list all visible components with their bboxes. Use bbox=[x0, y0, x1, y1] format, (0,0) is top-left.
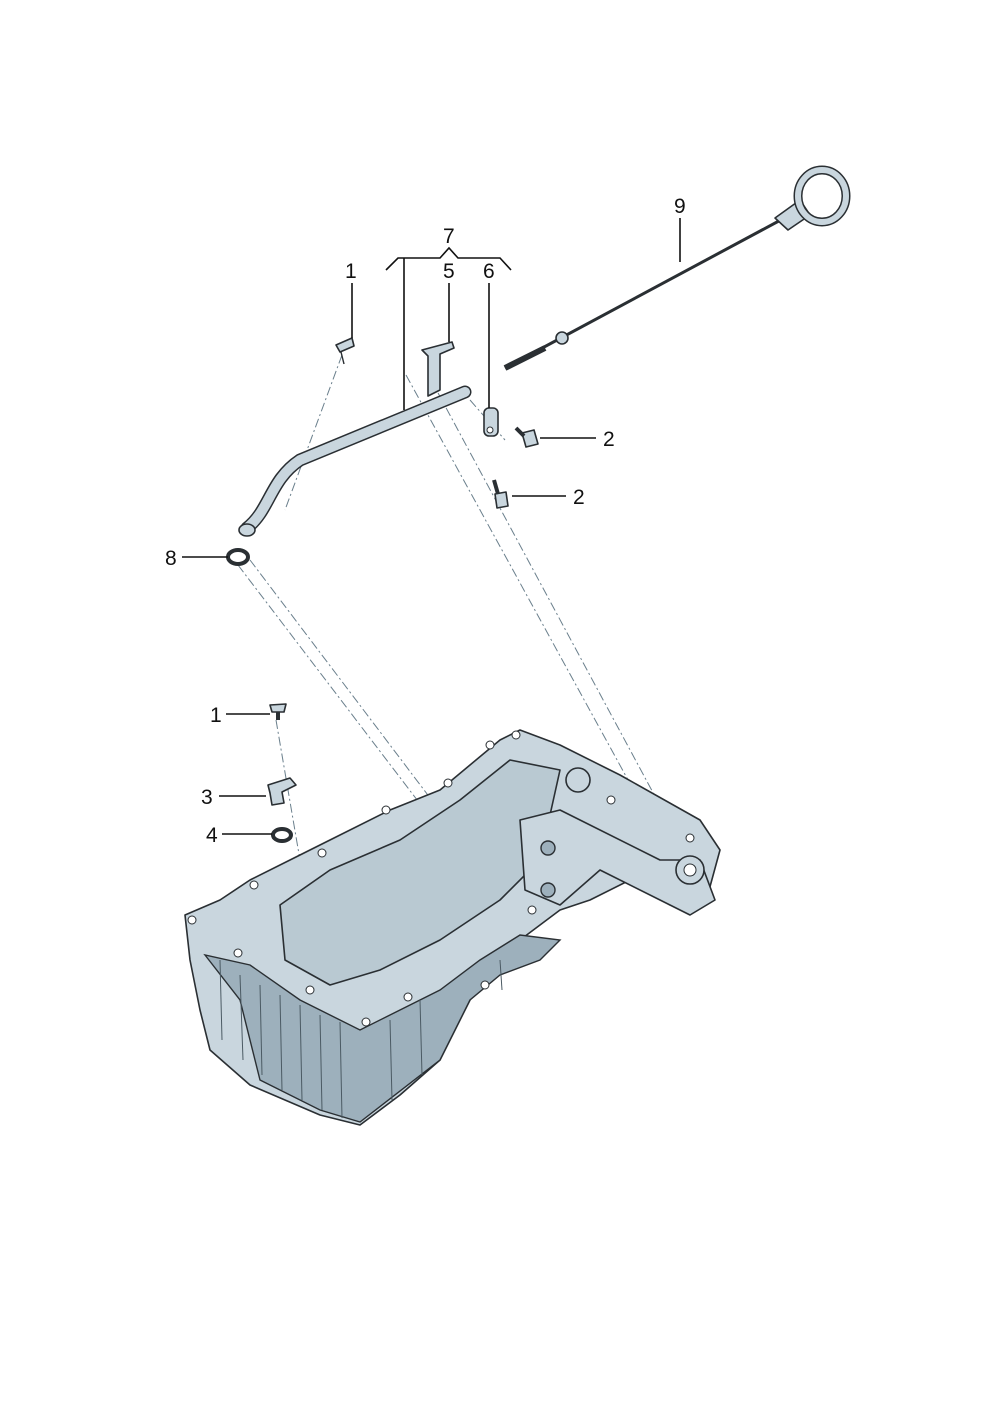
callout-9: 9 bbox=[674, 195, 686, 218]
bolts bbox=[269, 337, 539, 720]
bracket-part-5 bbox=[421, 341, 455, 397]
dipstick-guide-tube bbox=[238, 385, 472, 537]
drain-plug-part-3 bbox=[267, 777, 297, 806]
seal-ring-part-8 bbox=[226, 548, 250, 566]
leader-lines bbox=[182, 218, 681, 835]
callout-5: 5 bbox=[443, 260, 455, 283]
callout-8: 8 bbox=[165, 547, 177, 570]
dipstick-part-9 bbox=[503, 165, 851, 371]
oil-pan bbox=[184, 729, 721, 1126]
callout-4: 4 bbox=[206, 824, 218, 847]
clip-part-6 bbox=[483, 407, 499, 437]
callout-6: 6 bbox=[483, 260, 495, 283]
callout-1-bottom: 1 bbox=[210, 704, 222, 727]
callout-1-top: 1 bbox=[345, 260, 357, 283]
seal-ring-part-4 bbox=[271, 827, 293, 843]
callout-7: 7 bbox=[443, 225, 455, 248]
callout-2-lower: 2 bbox=[573, 486, 585, 509]
callout-2-upper: 2 bbox=[603, 428, 615, 451]
callout-3: 3 bbox=[201, 786, 213, 809]
